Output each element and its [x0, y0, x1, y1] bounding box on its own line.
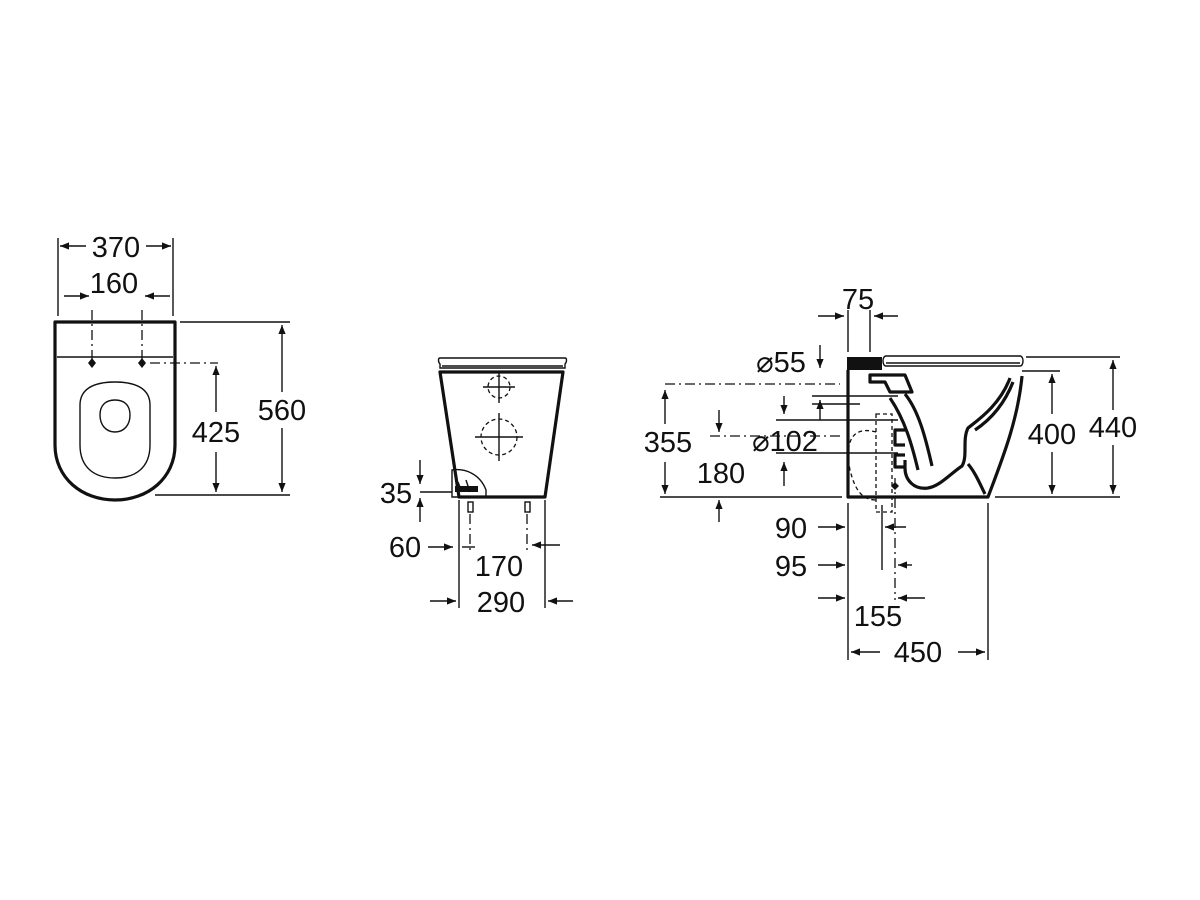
- dim-inlet-height: 35: [380, 478, 412, 510]
- side-view-bowl: [903, 377, 1012, 490]
- side-view-body: [846, 370, 1024, 499]
- rear-view-seat: [437, 357, 568, 369]
- dim-inlet-centre-height: 355: [644, 427, 692, 459]
- dim-seat-height: 440: [1089, 412, 1137, 444]
- dim-bowl-rim-height: 400: [1028, 419, 1076, 451]
- rear-view: 35 60 170 290: [380, 357, 573, 619]
- rear-view-body: [438, 370, 565, 499]
- dim-fixing-from-back: 425: [192, 417, 240, 449]
- side-view-seat: [882, 355, 1024, 367]
- rear-fixing-right: [524, 501, 531, 552]
- top-fixing-left: [88, 310, 96, 368]
- top-view: 370 160 425 560: [53, 232, 306, 502]
- dim-inlet-pipe-length: 75: [842, 284, 874, 316]
- dim-overall-projection: 450: [894, 637, 942, 669]
- dim-inlet-diameter: ⌀55: [756, 347, 806, 379]
- side-view-trapway: [903, 392, 934, 467]
- side-view: 75 ⌀55 ⌀102 355 180 400 440 90 95: [644, 284, 1137, 669]
- rear-outlet-marker: [475, 413, 523, 461]
- dim-fixing-offset: 155: [854, 601, 902, 633]
- dim-fixing-centres: 170: [475, 551, 523, 583]
- dim-base-width: 290: [477, 587, 525, 619]
- side-view-outlet-spigot: [893, 428, 905, 469]
- dim-outlet-diameter: ⌀102: [752, 426, 818, 458]
- dim-overall-length: 560: [258, 395, 306, 427]
- rear-water-inlet: [451, 468, 487, 498]
- dim-outlet-offset-b: 95: [775, 551, 807, 583]
- top-view-outline: [53, 320, 177, 502]
- side-view-pan-connector: [847, 413, 893, 513]
- top-view-waterline: [99, 399, 131, 433]
- rear-inlet-marker: [483, 371, 515, 403]
- top-view-bowl: [79, 381, 151, 479]
- rear-fixing-left: [467, 501, 474, 552]
- dim-fixing-spacing: 160: [90, 268, 138, 300]
- dim-overall-width: 370: [92, 232, 140, 264]
- side-view-inlet-spud: [868, 373, 914, 394]
- dim-inlet-offset: 60: [389, 532, 421, 564]
- dim-outlet-centre-height: 180: [697, 458, 745, 490]
- top-fixing-right: [138, 310, 146, 368]
- dim-outlet-offset-a: 90: [775, 513, 807, 545]
